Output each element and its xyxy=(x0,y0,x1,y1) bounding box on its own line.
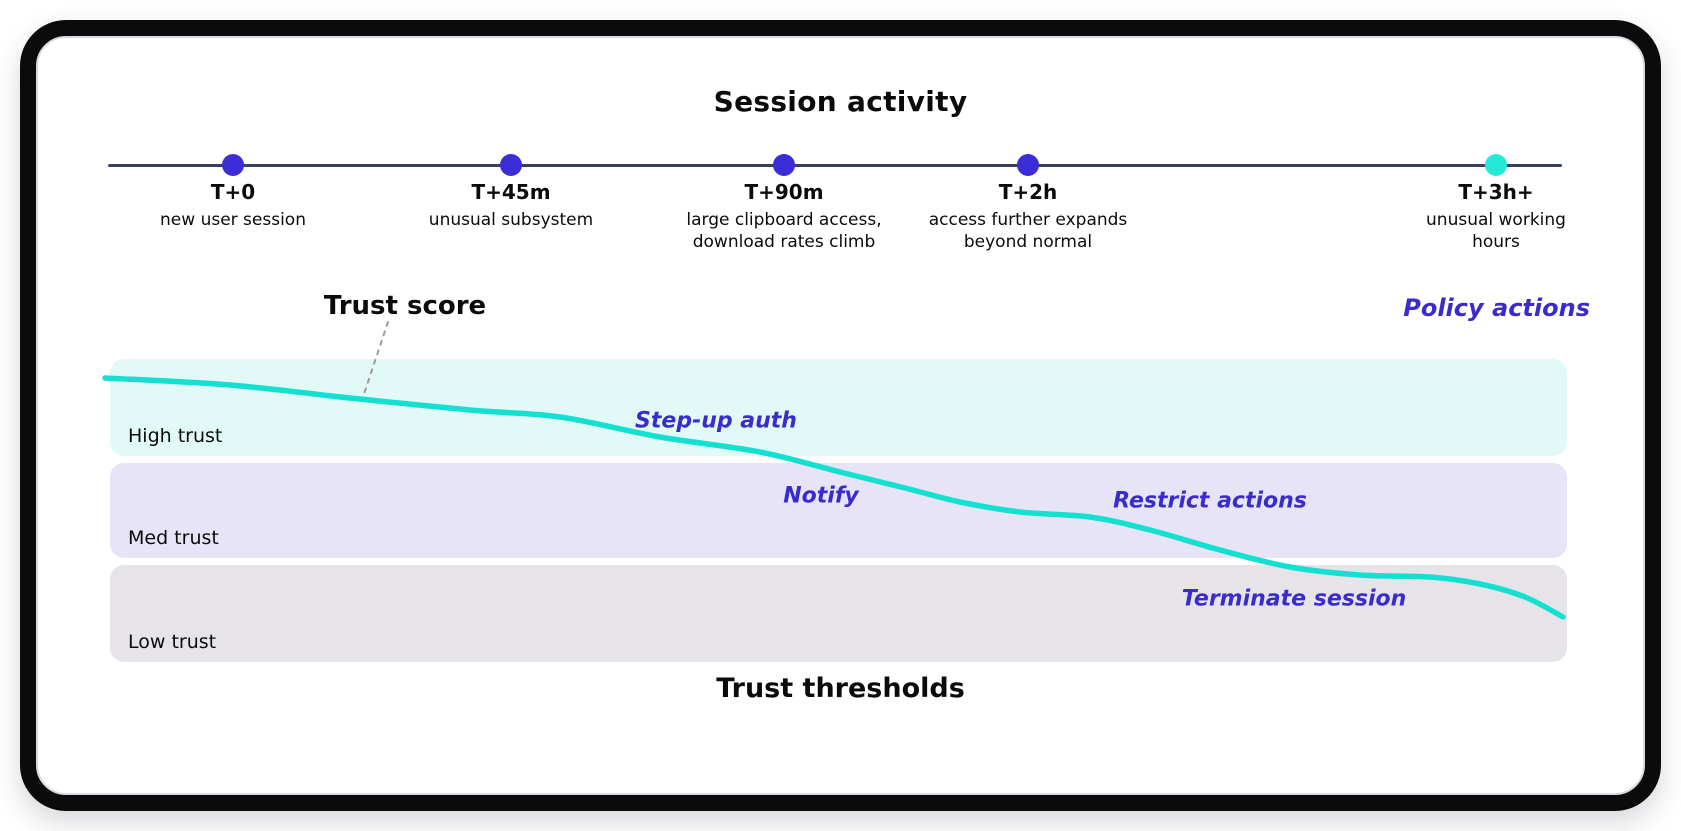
band-label: Low trust xyxy=(128,631,217,653)
milestone-time: T+2h xyxy=(998,180,1058,204)
milestone-description: access further expands beyond normal xyxy=(928,210,1128,253)
policy-action-label: Notify xyxy=(783,483,859,509)
trust-band-high: High trust xyxy=(110,359,1567,456)
milestone-description: unusual subsystem xyxy=(428,210,594,230)
milestone-time: T+90m xyxy=(744,180,824,204)
milestone: T+2h access further expands beyond norma… xyxy=(929,180,1128,253)
milestone: T+0 new user session xyxy=(160,180,306,231)
milestone-time: T+0 xyxy=(210,180,256,204)
milestone-time: T+3h+ xyxy=(1458,180,1534,204)
timeline-dot xyxy=(1017,154,1039,176)
milestone-time: T+45m xyxy=(471,180,551,204)
milestone: T+90m large clipboard access, download r… xyxy=(686,180,881,253)
timeline-dot xyxy=(1485,154,1507,176)
policy-action-label: Step-up auth xyxy=(635,408,797,434)
policy-action-label: Restrict actions xyxy=(1113,488,1307,514)
policy-actions-label: Policy actions xyxy=(1403,294,1590,322)
session-activity-title: Session activity xyxy=(713,85,968,118)
milestone-description: new user session xyxy=(160,210,306,230)
timeline-dot xyxy=(773,154,795,176)
trust-score-label: Trust score xyxy=(323,291,487,321)
timeline-dot xyxy=(222,154,244,176)
trust-thresholds-title: Trust thresholds xyxy=(716,673,965,704)
milestone-description: large clipboard access, download rates c… xyxy=(686,210,882,253)
trust-band-low: Low trust xyxy=(110,565,1567,662)
milestone-description: unusual working hours xyxy=(1426,210,1566,253)
band-label: Med trust xyxy=(128,527,219,549)
band-label: High trust xyxy=(128,425,223,447)
timeline-line xyxy=(108,164,1562,167)
policy-action-label: Terminate session xyxy=(1181,586,1407,612)
milestone: T+3h+ unusual working hours xyxy=(1426,180,1566,253)
trust-band-med: Med trust xyxy=(110,463,1567,558)
milestone: T+45m unusual subsystem xyxy=(429,180,593,231)
timeline-dot xyxy=(500,154,522,176)
